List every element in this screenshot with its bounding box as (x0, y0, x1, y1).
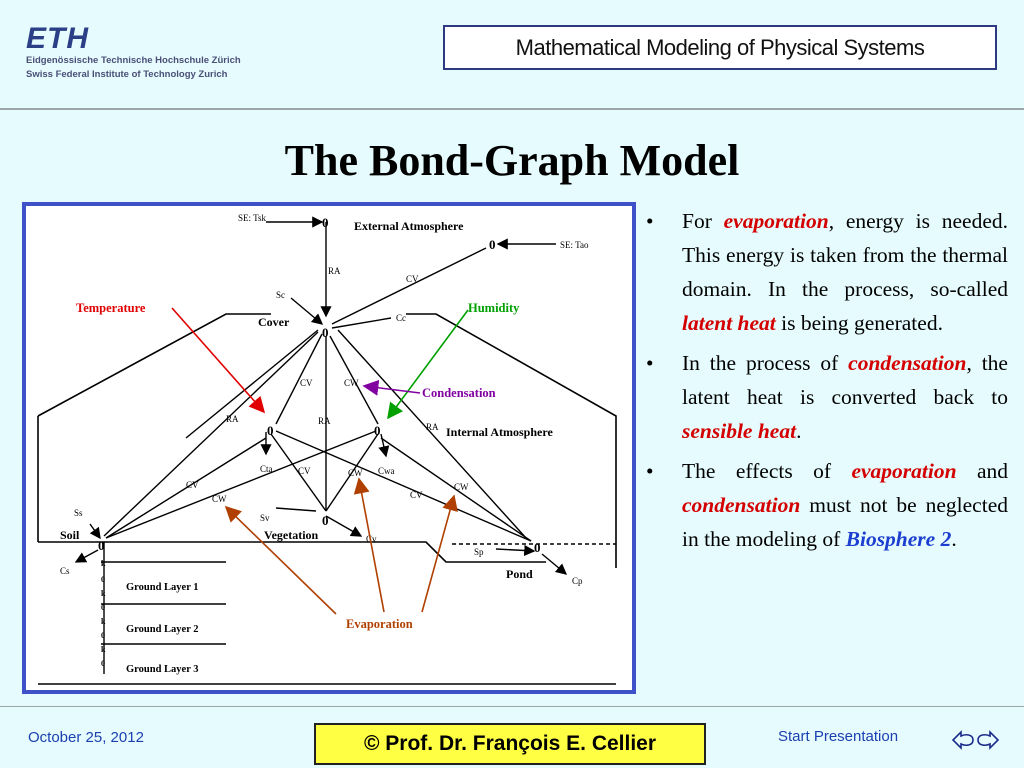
forward-arrow-icon[interactable] (976, 728, 1000, 752)
label-cw-1: CW (344, 378, 359, 388)
greenhouse-outline (37, 313, 617, 685)
label-se-tsk: SE: Tsk (238, 213, 266, 223)
node-0-pond: 0 (534, 540, 541, 555)
start-presentation-link[interactable]: Start Presentation (778, 728, 899, 745)
label-cv-3: CV (298, 466, 311, 476)
annotations: Temperature Humidity Condensation Evapor… (76, 301, 520, 631)
footer-date: October 25, 2012 (28, 729, 144, 746)
label-internal-atmosphere: Internal Atmosphere (446, 425, 553, 439)
footer-divider (0, 706, 1024, 707)
label-ra-2: RA (318, 416, 331, 426)
node-0-veg: 0 (322, 513, 329, 528)
eth-logo-line2: Swiss Federal Institute of Technology Zu… (26, 69, 228, 80)
label-ra-4: RA (426, 422, 439, 432)
label-ss: Ss (74, 508, 83, 518)
bullet-list: • For evaporation, energy is needed. Thi… (640, 204, 1008, 562)
label-cp: Cp (572, 576, 583, 586)
annotation-humidity: Humidity (468, 301, 520, 315)
bullet-condensation: • In the process of condensation, the la… (640, 346, 1008, 448)
label-cta: Cta (260, 464, 273, 474)
bullet-evaporation: • For evaporation, energy is needed. Thi… (640, 204, 1008, 340)
svg-text:k: k (101, 645, 106, 654)
label-ground-layer-2: Ground Layer 2 (126, 624, 199, 635)
label-se-tao: SE: Tao (560, 240, 589, 250)
label-cw-3: CW (212, 494, 227, 504)
annotation-arrows (171, 307, 469, 615)
label-ra-3: RA (226, 414, 239, 424)
svg-text:k: k (101, 559, 106, 568)
eth-logo: ETH Eidgenössische Technische Hochschule… (26, 24, 286, 94)
label-ra-1: RA (328, 266, 341, 276)
header-divider (0, 108, 1024, 110)
svg-text:k: k (101, 589, 106, 598)
label-cv-2: CV (300, 378, 313, 388)
svg-text:k: k (101, 617, 106, 626)
bullet-effects: • The effects of evaporation and condens… (640, 454, 1008, 556)
node-0-cover: 0 (322, 325, 329, 340)
soil-chain-labels: k 0 k 0 k 0 k 0 (101, 559, 106, 668)
node-0-soil: 0 (98, 538, 105, 553)
label-cv: Cv (366, 534, 377, 544)
label-ground-layer-3: Ground Layer 3 (126, 664, 199, 675)
bullet-marker: • (646, 351, 654, 375)
annotation-temperature: Temperature (76, 301, 146, 315)
course-title: Mathematical Modeling of Physical System… (443, 25, 997, 70)
label-cv-1: CV (406, 274, 419, 284)
label-pond: Pond (506, 567, 533, 581)
svg-text:0: 0 (101, 603, 105, 612)
node-0-temp: 0 (267, 423, 274, 438)
label-cw-4: CW (454, 482, 469, 492)
label-cc: Cc (396, 313, 406, 323)
annotation-condensation: Condensation (422, 386, 496, 400)
label-cw-2: CW (348, 468, 363, 478)
label-sv: Sv (260, 513, 270, 523)
bullet-marker: • (646, 209, 654, 233)
footer-author: © Prof. Dr. François E. Cellier (314, 723, 706, 765)
label-ground-layer-1: Ground Layer 1 (126, 582, 199, 593)
label-cv-5: CV (410, 490, 423, 500)
label-cs: Cs (60, 566, 70, 576)
label-cv-4: CV (186, 480, 199, 490)
svg-text:0: 0 (101, 575, 105, 584)
label-cwa: Cwa (378, 466, 395, 476)
annotation-evaporation: Evaporation (346, 617, 413, 631)
label-cover: Cover (258, 315, 290, 329)
label-vegetation: Vegetation (264, 528, 319, 542)
slide-title: The Bond-Graph Model (284, 136, 740, 185)
bond-lines (74, 216, 568, 674)
node-0-tsk: 0 (322, 215, 329, 230)
label-sp: Sp (474, 547, 484, 557)
svg-text:0: 0 (101, 659, 105, 668)
node-0-tao: 0 (489, 237, 496, 252)
eth-logo-line1: Eidgenössische Technische Hochschule Zür… (26, 55, 241, 66)
label-soil: Soil (60, 528, 80, 542)
bond-graph-diagram: 0 0 0 0 0 0 0 0 SE: Tsk External Atmosph… (22, 202, 636, 694)
eth-logo-mark: ETH (26, 22, 89, 55)
label-sc: Sc (276, 290, 285, 300)
back-arrow-icon[interactable] (951, 728, 975, 752)
diagram-labels: SE: Tsk External Atmosphere SE: Tao Sc C… (60, 213, 589, 675)
junction-nodes: 0 0 0 0 0 0 0 0 (98, 215, 541, 555)
bullet-marker: • (646, 459, 654, 483)
node-0-humid: 0 (374, 423, 381, 438)
label-external-atmosphere: External Atmosphere (354, 219, 464, 233)
svg-text:0: 0 (101, 631, 105, 640)
bond-graph-svg: 0 0 0 0 0 0 0 0 SE: Tsk External Atmosph… (37, 213, 617, 685)
